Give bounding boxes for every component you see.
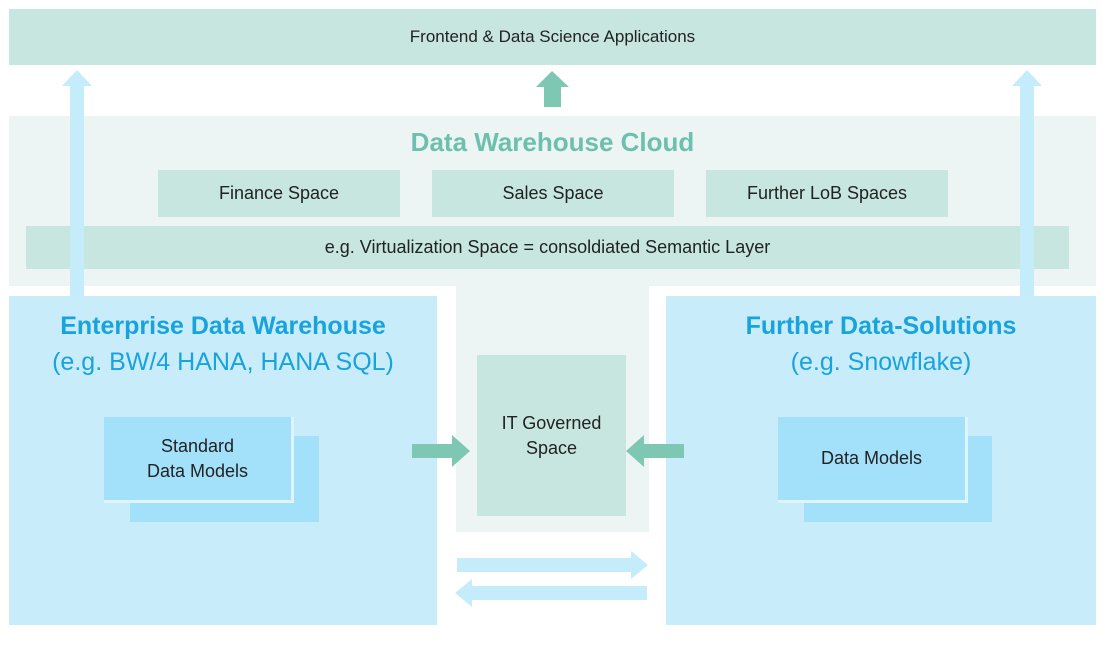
finance-space-label: Finance Space <box>218 183 340 203</box>
data-warehouse-cloud-title: Data Warehouse Cloud <box>410 126 695 157</box>
standard-data-models-line1: Standard <box>160 436 235 457</box>
frontend-applications-label: Frontend & Data Science Applications <box>409 27 696 46</box>
it-governed-space-line1: IT Governed <box>501 413 602 434</box>
cloud-to-apps-arrow <box>536 71 569 107</box>
finance-space-box: Finance Space <box>158 170 400 217</box>
enterprise-data-warehouse-subtitle: (e.g. BW/4 HANA, HANA SQL) <box>52 347 394 376</box>
virtualization-space-bar: e.g. Virtualization Space = consoldiated… <box>26 226 1069 269</box>
it-governed-space-line2: Space <box>525 437 578 458</box>
it-governed-space-box: IT Governed Space <box>477 355 626 516</box>
enterprise-data-warehouse-title: Enterprise Data Warehouse <box>60 311 386 340</box>
further-lob-spaces-label: Further LoB Spaces <box>746 183 908 203</box>
standard-data-models-box: Standard Data Models <box>104 417 294 503</box>
fds-to-edw-arrow <box>455 579 647 607</box>
standard-data-models-line2: Data Models <box>146 460 249 481</box>
further-data-solutions-title: Further Data-Solutions <box>745 311 1017 340</box>
further-lob-spaces-box: Further LoB Spaces <box>706 170 948 217</box>
further-data-solutions-subtitle: (e.g. Snowflake) <box>790 347 972 376</box>
virtualization-space-label: e.g. Virtualization Space = consoldiated… <box>324 237 771 257</box>
frontend-applications-bar: Frontend & Data Science Applications <box>9 9 1096 65</box>
data-models-label: Data Models <box>820 448 923 469</box>
sales-space-box: Sales Space <box>432 170 674 217</box>
sales-space-label: Sales Space <box>502 183 604 203</box>
data-models-box: Data Models <box>778 417 968 503</box>
edw-to-fds-arrow <box>457 551 648 579</box>
